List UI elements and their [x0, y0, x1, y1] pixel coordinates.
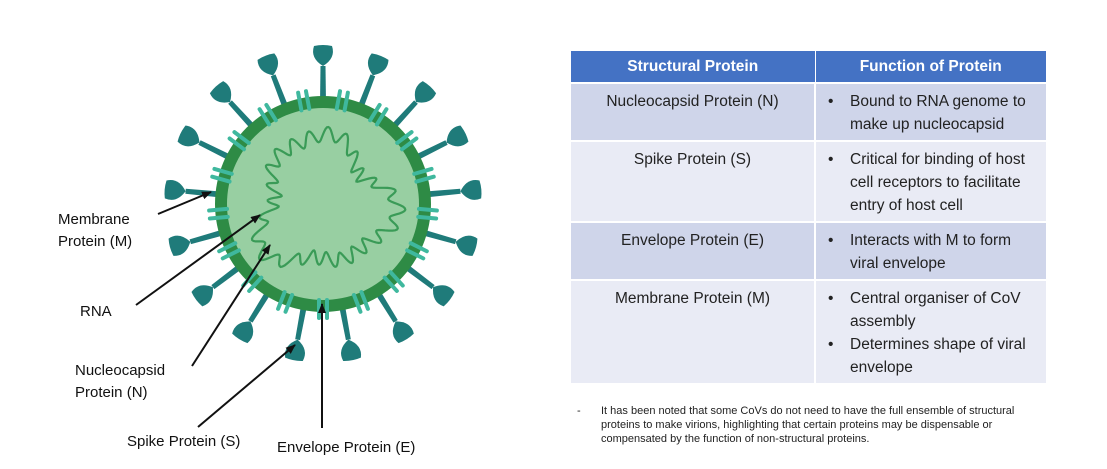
function-bullet: Critical for binding of host cell recept…	[828, 148, 1038, 217]
spike-protein	[232, 287, 273, 344]
spike-protein	[284, 301, 308, 361]
envelope-protein-bar	[382, 275, 399, 293]
footnote-text: It has been noted that some CoVs do not …	[601, 405, 1015, 445]
envelope-protein-bar	[207, 206, 230, 213]
protein-function: Critical for binding of host cell recept…	[815, 140, 1046, 222]
pointer-arrows	[135, 191, 326, 428]
table-row: Membrane Protein (M) Central organiser o…	[571, 279, 1046, 383]
envelope-protein-bar	[416, 206, 439, 213]
envelope-protein-bar	[351, 292, 363, 314]
header-structural-protein: Structural Protein	[571, 51, 816, 83]
spike-protein	[313, 45, 333, 104]
envelope-protein-bar	[220, 248, 241, 261]
membrane-label-line1: Membrane	[58, 211, 130, 228]
envelope-protein-bar	[283, 292, 295, 314]
protein-name: Spike Protein (S)	[571, 140, 816, 222]
protein-function-table: Structural Protein Function of Protein N…	[571, 51, 1046, 383]
spike-protein	[411, 125, 469, 163]
envelope-protein-bar	[227, 136, 246, 152]
function-bullet: Interacts with M to form viral envelope	[828, 229, 1038, 275]
virus-diagram: Membrane Protein (M) RNA Nucleocapsid Pr…	[58, 45, 482, 456]
table-row: Nucleocapsid Protein (N) Bound to RNA ge…	[571, 82, 1046, 141]
envelope-protein-bar	[416, 214, 439, 221]
envelope-label: Envelope Protein (E)	[277, 439, 415, 456]
spike-protein	[338, 301, 362, 361]
membrane-arrow	[157, 191, 212, 215]
envelope-protein-bar	[210, 174, 232, 184]
envelope-protein-bar	[388, 270, 405, 288]
envelope-protein-bar	[217, 241, 238, 254]
protein-name: Nucleocapsid Protein (N)	[571, 82, 816, 141]
envelope-protein-bar	[368, 102, 382, 123]
envelope-protein-bar	[207, 214, 230, 221]
envelope-protein-bar	[414, 174, 436, 184]
envelope-protein-bar	[408, 241, 429, 254]
spike-arrow	[197, 344, 296, 428]
spike-protein	[418, 228, 478, 256]
envelope-protein-bar	[296, 90, 304, 113]
spike-protein	[168, 228, 228, 256]
protein-name: Membrane Protein (M)	[571, 279, 816, 383]
spike-protein	[422, 179, 482, 200]
envelope-protein-bar	[212, 166, 234, 176]
spike-protein	[164, 179, 224, 200]
table-row: Envelope Protein (E) Interacts with M to…	[571, 221, 1046, 280]
nucleocapsid-label-line1: Nucleocapsid	[75, 362, 165, 379]
envelope-protein-bar	[342, 90, 350, 113]
envelope-protein-bar	[232, 130, 251, 145]
footnote-marker: -	[577, 405, 581, 417]
envelope-protein-bar	[303, 89, 312, 111]
protein-function: Bound to RNA genome to make up nucleocap…	[815, 82, 1046, 141]
envelope-protein-bar	[276, 290, 287, 311]
envelope-protein-bar	[405, 248, 426, 261]
protein-function: Interacts with M to form viral envelope	[815, 221, 1046, 280]
envelope-protein-bar	[374, 107, 389, 127]
spike-protein	[356, 53, 389, 112]
envelope-protein-bar	[334, 89, 343, 111]
envelope-protein-bar	[395, 130, 414, 145]
nucleocapsid-label-line2: Protein (N)	[75, 384, 148, 401]
envelope-protein-bar	[359, 290, 370, 311]
rna-arrow	[135, 214, 261, 306]
membrane-label-line2: Protein (M)	[58, 233, 132, 250]
rna-strand	[250, 125, 407, 269]
envelope-protein-bar	[400, 136, 419, 152]
nucleocapsid-arrow	[191, 244, 271, 367]
spike-protein	[177, 125, 235, 163]
header-function-of-protein: Function of Protein	[815, 51, 1046, 83]
function-bullet: Determines shape of viral envelope	[828, 333, 1038, 379]
envelope-protein-bar	[412, 166, 434, 176]
table-row: Spike Protein (S) Critical for binding o…	[571, 140, 1046, 222]
function-bullet: Bound to RNA genome to make up nucleocap…	[828, 90, 1038, 136]
table-header-row: Structural Protein Function of Protein	[571, 51, 1046, 83]
envelope-proteins	[207, 89, 439, 320]
protein-function: Central organiser of CoV assembly Determ…	[815, 279, 1046, 383]
spike-protein	[257, 53, 290, 112]
function-bullet: Central organiser of CoV assembly	[828, 287, 1038, 333]
spike-proteins	[164, 45, 482, 361]
envelope-protein-bar	[247, 275, 264, 293]
envelope-protein-bar	[264, 102, 278, 123]
spike-protein	[373, 287, 414, 344]
envelope-protein-bar	[257, 107, 272, 127]
rna-label: RNA	[80, 303, 112, 320]
spike-label: Spike Protein (S)	[127, 433, 240, 450]
footnote: - It has been noted that some CoVs do no…	[577, 404, 1047, 446]
protein-name: Envelope Protein (E)	[571, 221, 816, 280]
